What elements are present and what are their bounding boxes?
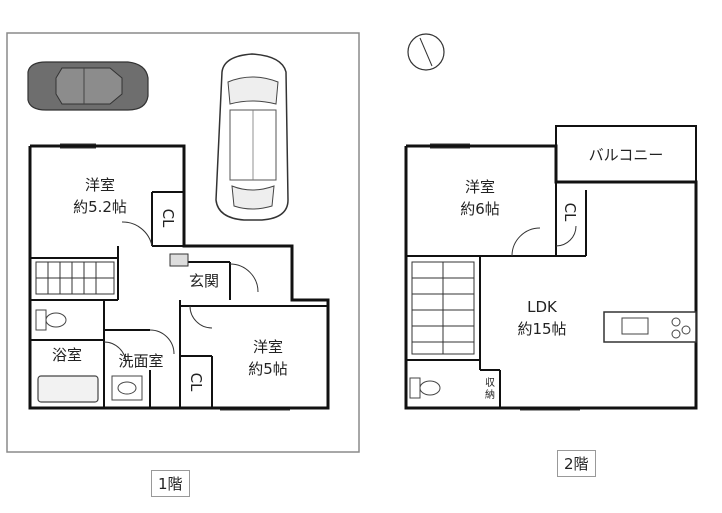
- site-boundary: [6, 32, 360, 453]
- floor1-label: 1階: [151, 470, 190, 497]
- room-closet-floor2: CL: [561, 203, 579, 222]
- room-closet-a: CL: [159, 209, 177, 228]
- room-western-b-size: 約5帖: [248, 360, 288, 378]
- room-bath: 浴室: [52, 346, 82, 364]
- toilet-icon: [35, 309, 67, 331]
- room-ldk-name: LDK: [527, 298, 558, 316]
- kitchen-counter: [603, 311, 697, 343]
- room-western-a-name: 洋室: [85, 176, 115, 194]
- room-closet-b: CL: [187, 373, 205, 392]
- floor2-label: 2階: [557, 450, 596, 477]
- room-storage-line2: 納: [485, 388, 495, 401]
- stairs-floor1: [35, 261, 115, 295]
- bathtub-icon: [37, 375, 99, 403]
- room-balcony: バルコニー: [589, 146, 664, 164]
- car-icon: [27, 61, 149, 111]
- room-entrance: 玄関: [189, 272, 219, 290]
- room-washroom: 洗面室: [118, 352, 163, 370]
- north-compass-icon: [407, 33, 445, 71]
- floor2-plan: バルコニー 洋室 約6帖 CL LDK 約15帖 収 納: [404, 33, 698, 411]
- sink-icon: [111, 375, 143, 401]
- stairs-floor2: [411, 261, 475, 355]
- car-outline-icon: [215, 53, 289, 221]
- room-ldk-size: 約15帖: [517, 320, 566, 338]
- room-storage-line1: 収: [485, 377, 495, 389]
- toilet-icon-floor2: [409, 377, 441, 399]
- room-western-name: 洋室: [465, 178, 495, 196]
- room-western-b-name: 洋室: [253, 338, 283, 356]
- room-western-size: 約6帖: [460, 200, 500, 218]
- room-western-a-size: 約5.2帖: [73, 198, 127, 216]
- floor1-plan: 洋室 約5.2帖 CL 玄関 洋室 約5帖 CL 浴室 洗面室: [6, 32, 360, 453]
